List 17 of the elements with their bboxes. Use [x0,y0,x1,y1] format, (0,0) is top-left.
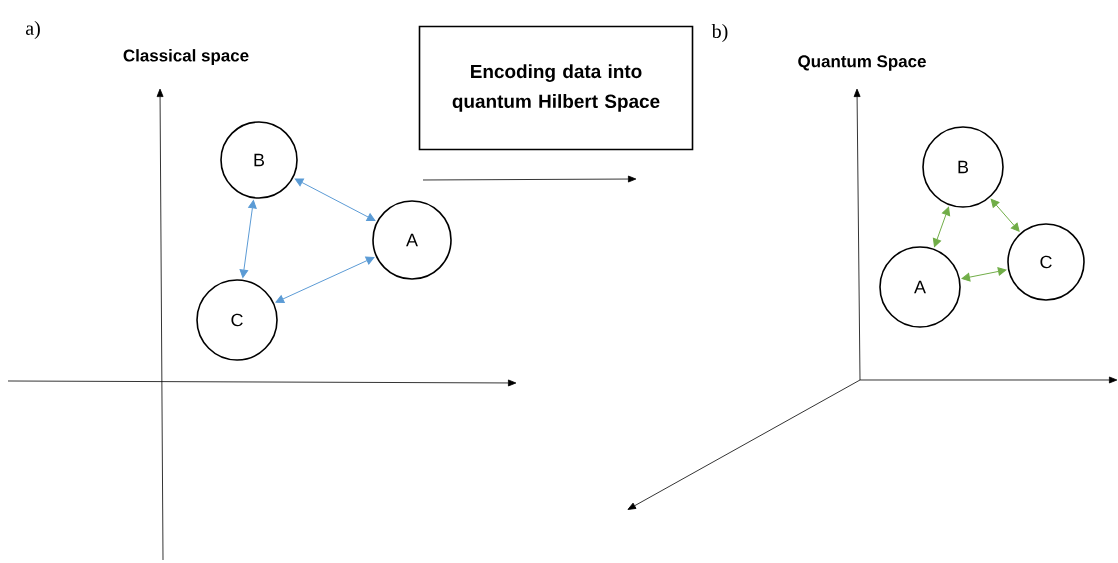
circle-node: A [879,246,961,328]
panel-label: b) [711,23,728,42]
process-box: Encoding data into quantum Hilbert Space [418,25,694,151]
panel-title: Classical space [123,49,249,65]
double-arrow [990,198,1020,232]
panel-title: Quantum Space [798,55,926,71]
circle-node: C [196,279,278,361]
circle-node: A [372,200,452,280]
double-arrow [294,178,376,222]
double-arrow [275,256,375,304]
circle-node: B [922,126,1004,208]
double-arrow [239,200,257,278]
circle-node: B [220,121,298,199]
panel-label: a) [25,20,40,39]
circle-node: C [1007,223,1085,301]
double-arrow [961,267,1007,282]
double-arrow [932,206,951,248]
